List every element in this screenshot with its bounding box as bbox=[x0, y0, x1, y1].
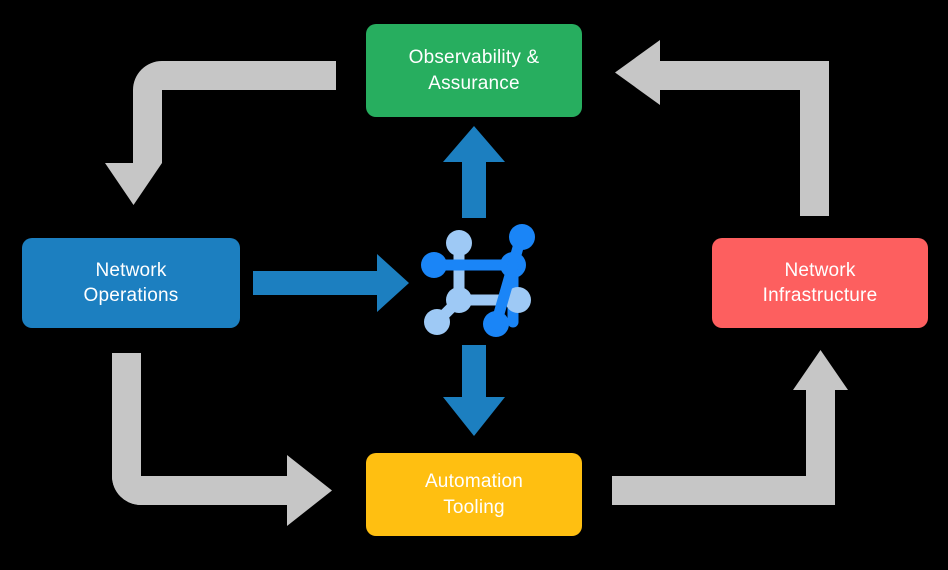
node-label-observability: Observability & Assurance bbox=[408, 47, 540, 94]
network-topology-icon[interactable] bbox=[421, 224, 535, 337]
gray-arrow-operations-to-automation bbox=[112, 353, 141, 505]
gray-arrow-operations-to-automation-corner bbox=[112, 476, 141, 505]
node-label-automation-tooling: Automation Tooling bbox=[424, 471, 524, 518]
network-topology-bottom-stem bbox=[490, 259, 519, 330]
node-box-automation-tooling[interactable]: Automation Tooling bbox=[366, 453, 582, 536]
node-box-network-operations[interactable]: Network Operations bbox=[22, 238, 240, 328]
gray-arrow-observability-to-operations bbox=[105, 61, 336, 205]
gray-arrow-infrastructure-to-observability bbox=[800, 61, 829, 216]
blue-arrow-operations-to-center bbox=[253, 254, 409, 312]
node-box-network-infrastructure[interactable]: Network Infrastructure bbox=[712, 238, 928, 328]
gray-arrow-operations-to-automation-shaft bbox=[141, 455, 332, 526]
blue-arrow-center-to-automation bbox=[443, 345, 505, 436]
network-topology-light-nodes bbox=[424, 230, 531, 335]
node-box-observability[interactable]: Observability & Assurance bbox=[366, 24, 582, 117]
gray-arrow-automation-to-infrastructure-stem bbox=[806, 390, 835, 505]
gray-arrow-automation-to-infrastructure-shaft bbox=[612, 476, 806, 505]
gray-arrow-infrastructure-to-observability-shaft bbox=[615, 40, 829, 105]
node-label-network-operations: Network Operations bbox=[83, 259, 179, 306]
blue-arrow-center-to-observability bbox=[443, 126, 505, 218]
node-label-network-infrastructure: Network Infrastructure bbox=[762, 259, 878, 306]
